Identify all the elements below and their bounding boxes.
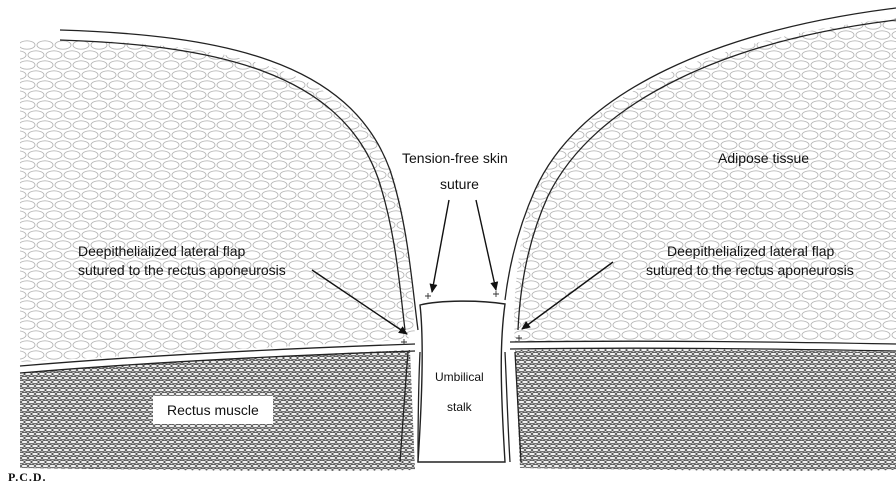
right-aponeurosis-upper	[510, 341, 896, 344]
right-rectus-muscle	[515, 349, 896, 471]
author-signature: P.C.D.	[8, 470, 47, 485]
left-flap-label-line2: sutured to the rectus aponeurosis	[78, 262, 286, 278]
left-flap-label-line1: Deepithelialized lateral flap	[78, 243, 245, 259]
umbilical-stalk-label-line1: Umbilical	[435, 370, 484, 384]
right-flap-label-line2: sutured to the rectus aponeurosis	[646, 262, 854, 278]
tension-free-label-line1: Tension-free skin	[402, 150, 508, 166]
rectus-muscle-label: Rectus muscle	[153, 396, 273, 424]
adipose-label: Adipose tissue	[718, 150, 809, 166]
left-adipose-tissue	[20, 40, 415, 362]
tension-free-label-line2: suture	[440, 176, 479, 192]
right-flap-label-line1: Deepithelialized lateral flap	[667, 243, 834, 259]
arrow-suture-right	[476, 200, 496, 290]
right-muscle-edge-inner	[505, 352, 510, 462]
arrow-suture-left	[432, 200, 449, 292]
umbilical-stalk-label-line2: stalk	[447, 400, 472, 414]
